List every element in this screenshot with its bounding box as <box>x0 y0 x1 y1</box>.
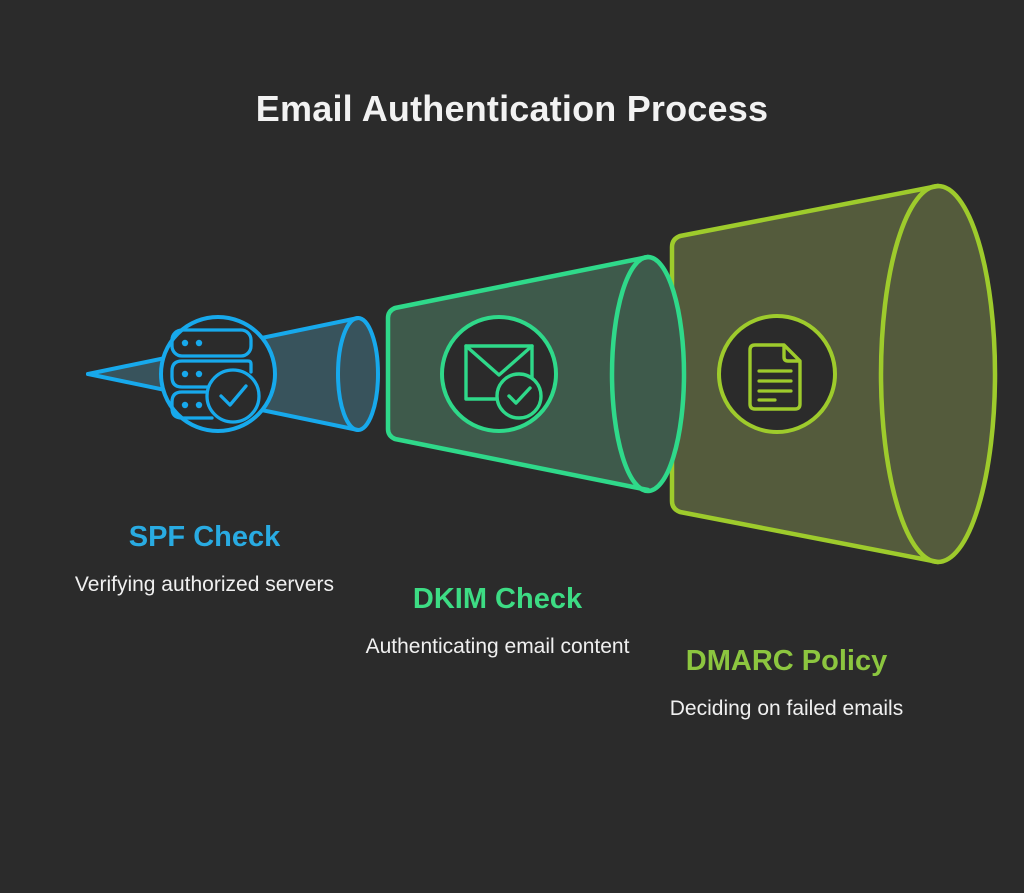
stage-title-dkim: DKIM Check <box>412 583 583 615</box>
stage-label-spf: SPF Check Verifying authorized servers <box>42 521 367 599</box>
stage-title-dmarc: DMARC Policy <box>685 645 888 677</box>
stage-label-dmarc: DMARC Policy Deciding on failed emails <box>634 645 939 723</box>
document-icon <box>717 314 837 434</box>
stage-description-dkim: Authenticating email content <box>365 635 630 659</box>
envelope-check-icon <box>440 315 558 433</box>
page-title: Email Authentication Process <box>255 88 769 129</box>
stage-label-dkim: DKIM Check Authenticating email content <box>345 583 650 661</box>
stage-description-spf: Verifying authorized servers <box>74 573 335 597</box>
stage-title-spf: SPF Check <box>128 521 281 553</box>
stage-description-dmarc: Deciding on failed emails <box>669 697 904 721</box>
server-check-icon <box>159 315 277 433</box>
